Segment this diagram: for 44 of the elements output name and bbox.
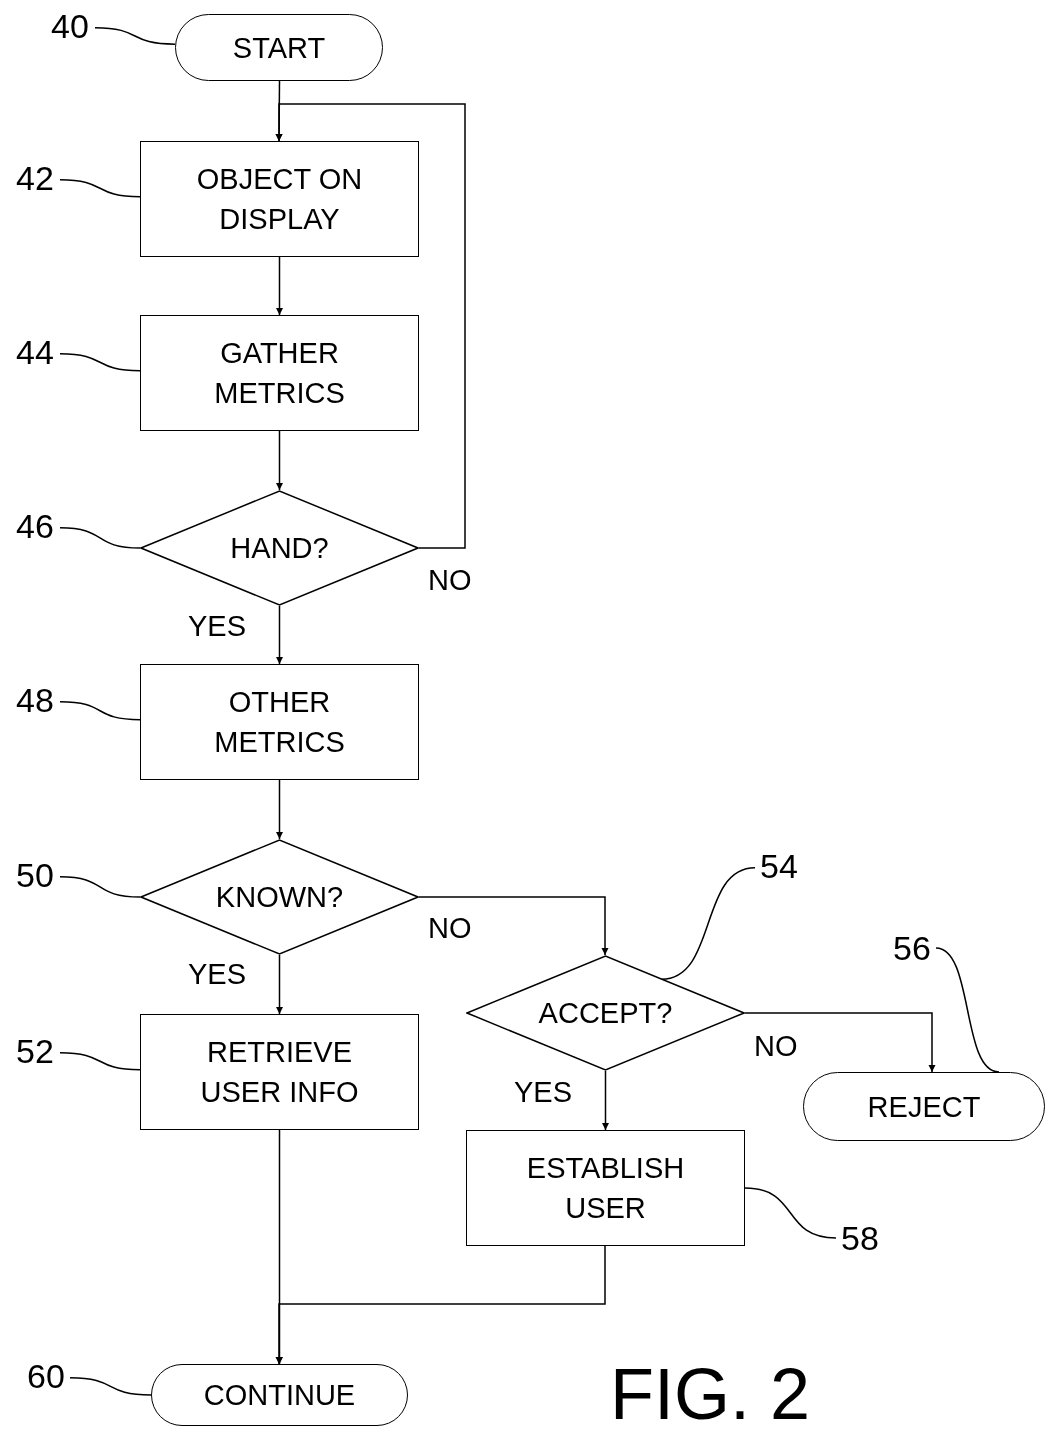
arrow [276,256,283,316]
decision-diamond: KNOWN? [140,839,419,955]
callout-number: 42 [10,160,60,196]
callout-number: 48 [10,682,60,718]
leader-line [59,353,141,372]
arrow [276,954,283,1015]
callout-number: 40 [45,8,95,44]
terminal-shape: REJECT [803,1072,1045,1141]
decision-diamond: HAND? [140,490,419,606]
process-box: RETRIEVE USER INFO [140,1014,419,1130]
process-box: OBJECT ON DISPLAY [140,141,419,257]
figure-label: FIG. 2 [610,1358,811,1430]
arrow [276,779,283,840]
process-box: ESTABLISH USER [466,1130,745,1246]
decision-diamond: ACCEPT? [466,955,745,1071]
process-box: OTHER METRICS [140,664,419,780]
process-box: GATHER METRICS [140,315,419,431]
leader-line [69,1377,152,1396]
leader-line [59,876,141,898]
callout-number: 58 [836,1220,884,1256]
leader-line [935,947,1000,1073]
arrow [275,103,466,549]
arrow [276,1129,283,1365]
arrow [276,605,283,665]
leader-line [59,1052,141,1071]
callout-number: 52 [10,1033,60,1069]
callout-number: 54 [755,848,803,884]
leader-line [59,701,141,721]
callout-number: 50 [10,857,60,893]
leader-line [744,1187,837,1239]
leader-line [59,527,141,549]
arrow [275,1245,606,1365]
arrow [418,896,609,956]
terminal-shape: CONTINUE [151,1364,408,1426]
leader-line [59,179,141,198]
arrow [602,1070,609,1131]
callout-number: 60 [22,1358,70,1394]
callout-number: 56 [888,930,936,966]
callout-number: 44 [10,334,60,370]
leader-line [94,27,176,45]
arrow [276,430,283,491]
terminal-shape: START [175,14,383,81]
arrow [744,1012,936,1073]
callout-number: 46 [10,508,60,544]
